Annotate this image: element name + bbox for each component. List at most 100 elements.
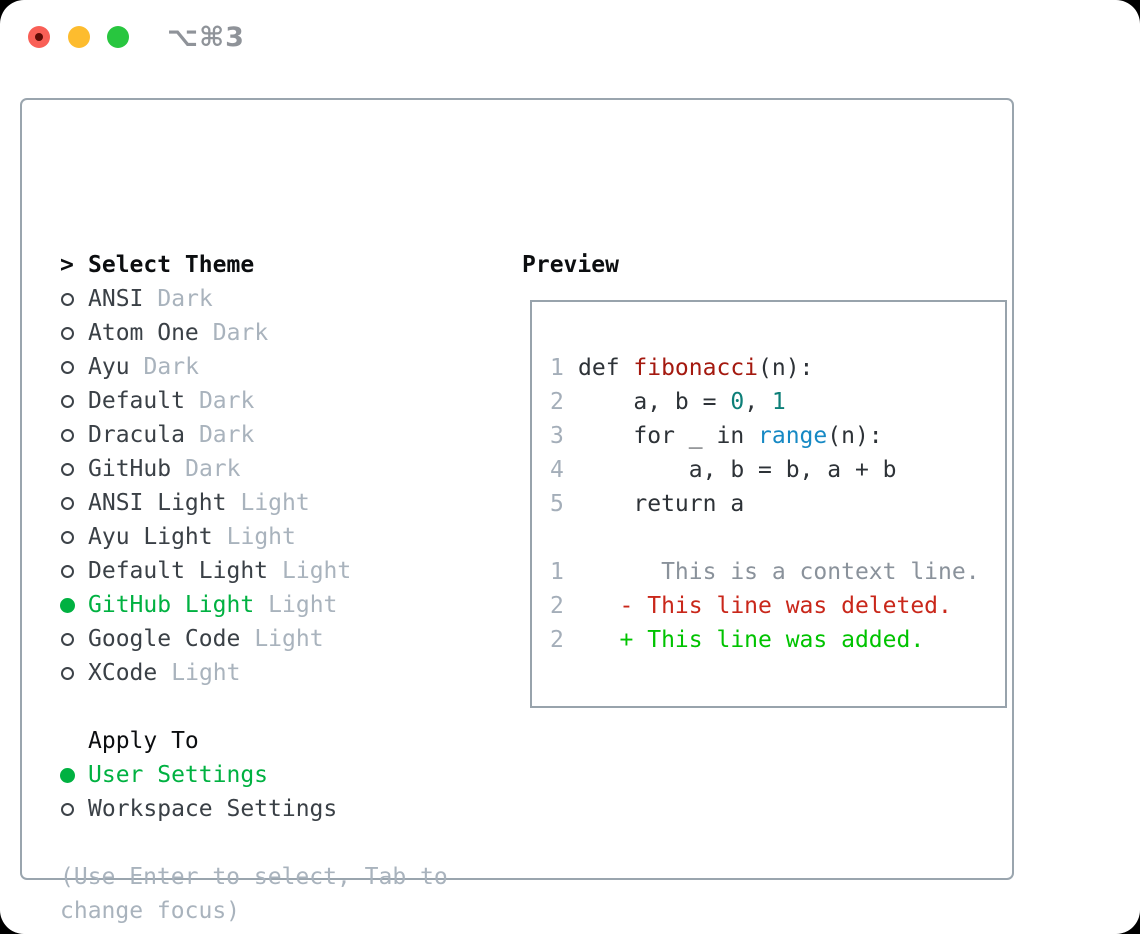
code-segment-added: + This line was added. [578, 627, 925, 653]
radio-icon [60, 564, 88, 578]
line-number: 3 [550, 423, 564, 449]
radio-icon [60, 360, 88, 374]
spacer-row [60, 826, 448, 860]
code-line: 5 return a [550, 487, 1005, 521]
keyboard-hint: (Use Enter to select, Tab to [60, 864, 448, 890]
radio-icon [60, 530, 88, 544]
apply-option-workspace-settings[interactable]: Workspace Settings [60, 792, 448, 826]
apply-option-label: Workspace Settings [88, 796, 338, 822]
code-line: 1 def fibonacci(n): [550, 351, 1005, 385]
theme-option-github[interactable]: GitHub Dark [60, 452, 448, 486]
code-line: 3 for _ in range(n): [550, 419, 1005, 453]
theme-variant-tag: Dark [198, 388, 255, 414]
theme-variant-tag: Dark [212, 320, 269, 346]
radio-icon [60, 496, 88, 510]
radio-selected-icon [60, 767, 88, 783]
code-segment-plain: (n): [758, 355, 814, 381]
theme-option-dracula[interactable]: Dracula Dark [60, 418, 448, 452]
theme-name: Default Light [88, 558, 269, 584]
code-segment-plain: , [744, 389, 772, 415]
code-line: 2 - This line was deleted. [550, 589, 1005, 623]
line-number: 1 [550, 559, 564, 585]
code-segment-plain: (n): [827, 423, 883, 449]
keyboard-hint: change focus) [60, 898, 241, 924]
preview-title: Preview [522, 252, 619, 278]
close-window-button[interactable] [28, 26, 50, 48]
theme-variant-tag: Light [240, 490, 310, 516]
line-number: 4 [550, 457, 564, 483]
code-segment-function: fibonacci [633, 355, 759, 381]
theme-option-default-light[interactable]: Default Light Light [60, 554, 448, 588]
code-line: 1 This is a context line. [550, 555, 1005, 589]
radio-icon [60, 394, 88, 408]
line-number: 2 [550, 627, 564, 653]
code-segment-plain: a, b = [578, 389, 731, 415]
code-segment-plain: return a [578, 491, 745, 517]
window-shortcut-label: ⌥⌘3 [167, 22, 245, 53]
theme-variant-tag: Dark [157, 286, 213, 312]
theme-option-google-code[interactable]: Google Code Light [60, 622, 448, 656]
code-line [550, 521, 1005, 555]
theme-name: Default [88, 388, 185, 414]
theme-variant-tag: Light [226, 524, 296, 550]
theme-name: XCode [88, 660, 158, 686]
select-theme-header: > Select Theme [60, 248, 448, 282]
code-segment-context: This is a context line. [578, 559, 980, 585]
selector-arrow-icon: > [60, 252, 74, 278]
zoom-window-button[interactable] [107, 26, 129, 48]
theme-variant-tag: Dark [185, 456, 241, 482]
select-theme-label: Select Theme [88, 252, 255, 278]
line-number: 5 [550, 491, 564, 517]
code-segment-plain: for _ in [578, 423, 759, 449]
theme-option-ansi[interactable]: ANSI Dark [60, 282, 448, 316]
radio-icon [60, 666, 88, 680]
theme-option-ayu[interactable]: Ayu Dark [60, 350, 448, 384]
theme-variant-tag: Light [268, 592, 338, 618]
line-number: 2 [550, 389, 564, 415]
theme-name: ANSI Light [88, 490, 227, 516]
theme-name: Ayu Light [88, 524, 213, 550]
radio-icon [60, 462, 88, 476]
radio-icon [60, 428, 88, 442]
apply-to-label: Apply To [88, 728, 199, 754]
code-segment-plain: def [578, 355, 634, 381]
theme-name: Google Code [88, 626, 241, 652]
radio-icon [60, 802, 88, 816]
theme-name: GitHub [88, 456, 172, 482]
theme-option-xcode[interactable]: XCode Light [60, 656, 448, 690]
code-segment-number: 0 [730, 389, 745, 415]
theme-option-ansi-light[interactable]: ANSI Light Light [60, 486, 448, 520]
radio-icon [60, 326, 88, 340]
code-segment-deleted: - This line was deleted. [578, 593, 952, 619]
apply-option-user-settings[interactable]: User Settings [60, 758, 448, 792]
radio-icon [60, 632, 88, 646]
theme-variant-tag: Light [171, 660, 241, 686]
apply-to-header: Apply To [60, 724, 448, 758]
radio-icon [60, 292, 88, 306]
code-line: 2 + This line was added. [550, 623, 1005, 657]
apply-option-label: User Settings [88, 762, 269, 788]
theme-name: Ayu [88, 354, 130, 380]
theme-variant-tag: Light [282, 558, 352, 584]
theme-option-ayu-light[interactable]: Ayu Light Light [60, 520, 448, 554]
theme-option-default[interactable]: Default Dark [60, 384, 448, 418]
line-number: 1 [550, 355, 564, 381]
code-segment-number: 1 [771, 389, 786, 415]
code-line: 2 a, b = 0, 1 [550, 385, 1005, 419]
theme-name: ANSI [88, 286, 144, 312]
theme-name: Dracula [88, 422, 185, 448]
radio-selected-icon [60, 597, 88, 613]
spacer-row [60, 690, 448, 724]
minimize-window-button[interactable] [68, 26, 90, 48]
theme-variant-tag: Dark [143, 354, 199, 380]
line-number: 2 [550, 593, 564, 619]
code-segment-builtin: range [758, 423, 828, 449]
theme-variant-tag: Light [254, 626, 324, 652]
theme-variant-tag: Dark [198, 422, 255, 448]
